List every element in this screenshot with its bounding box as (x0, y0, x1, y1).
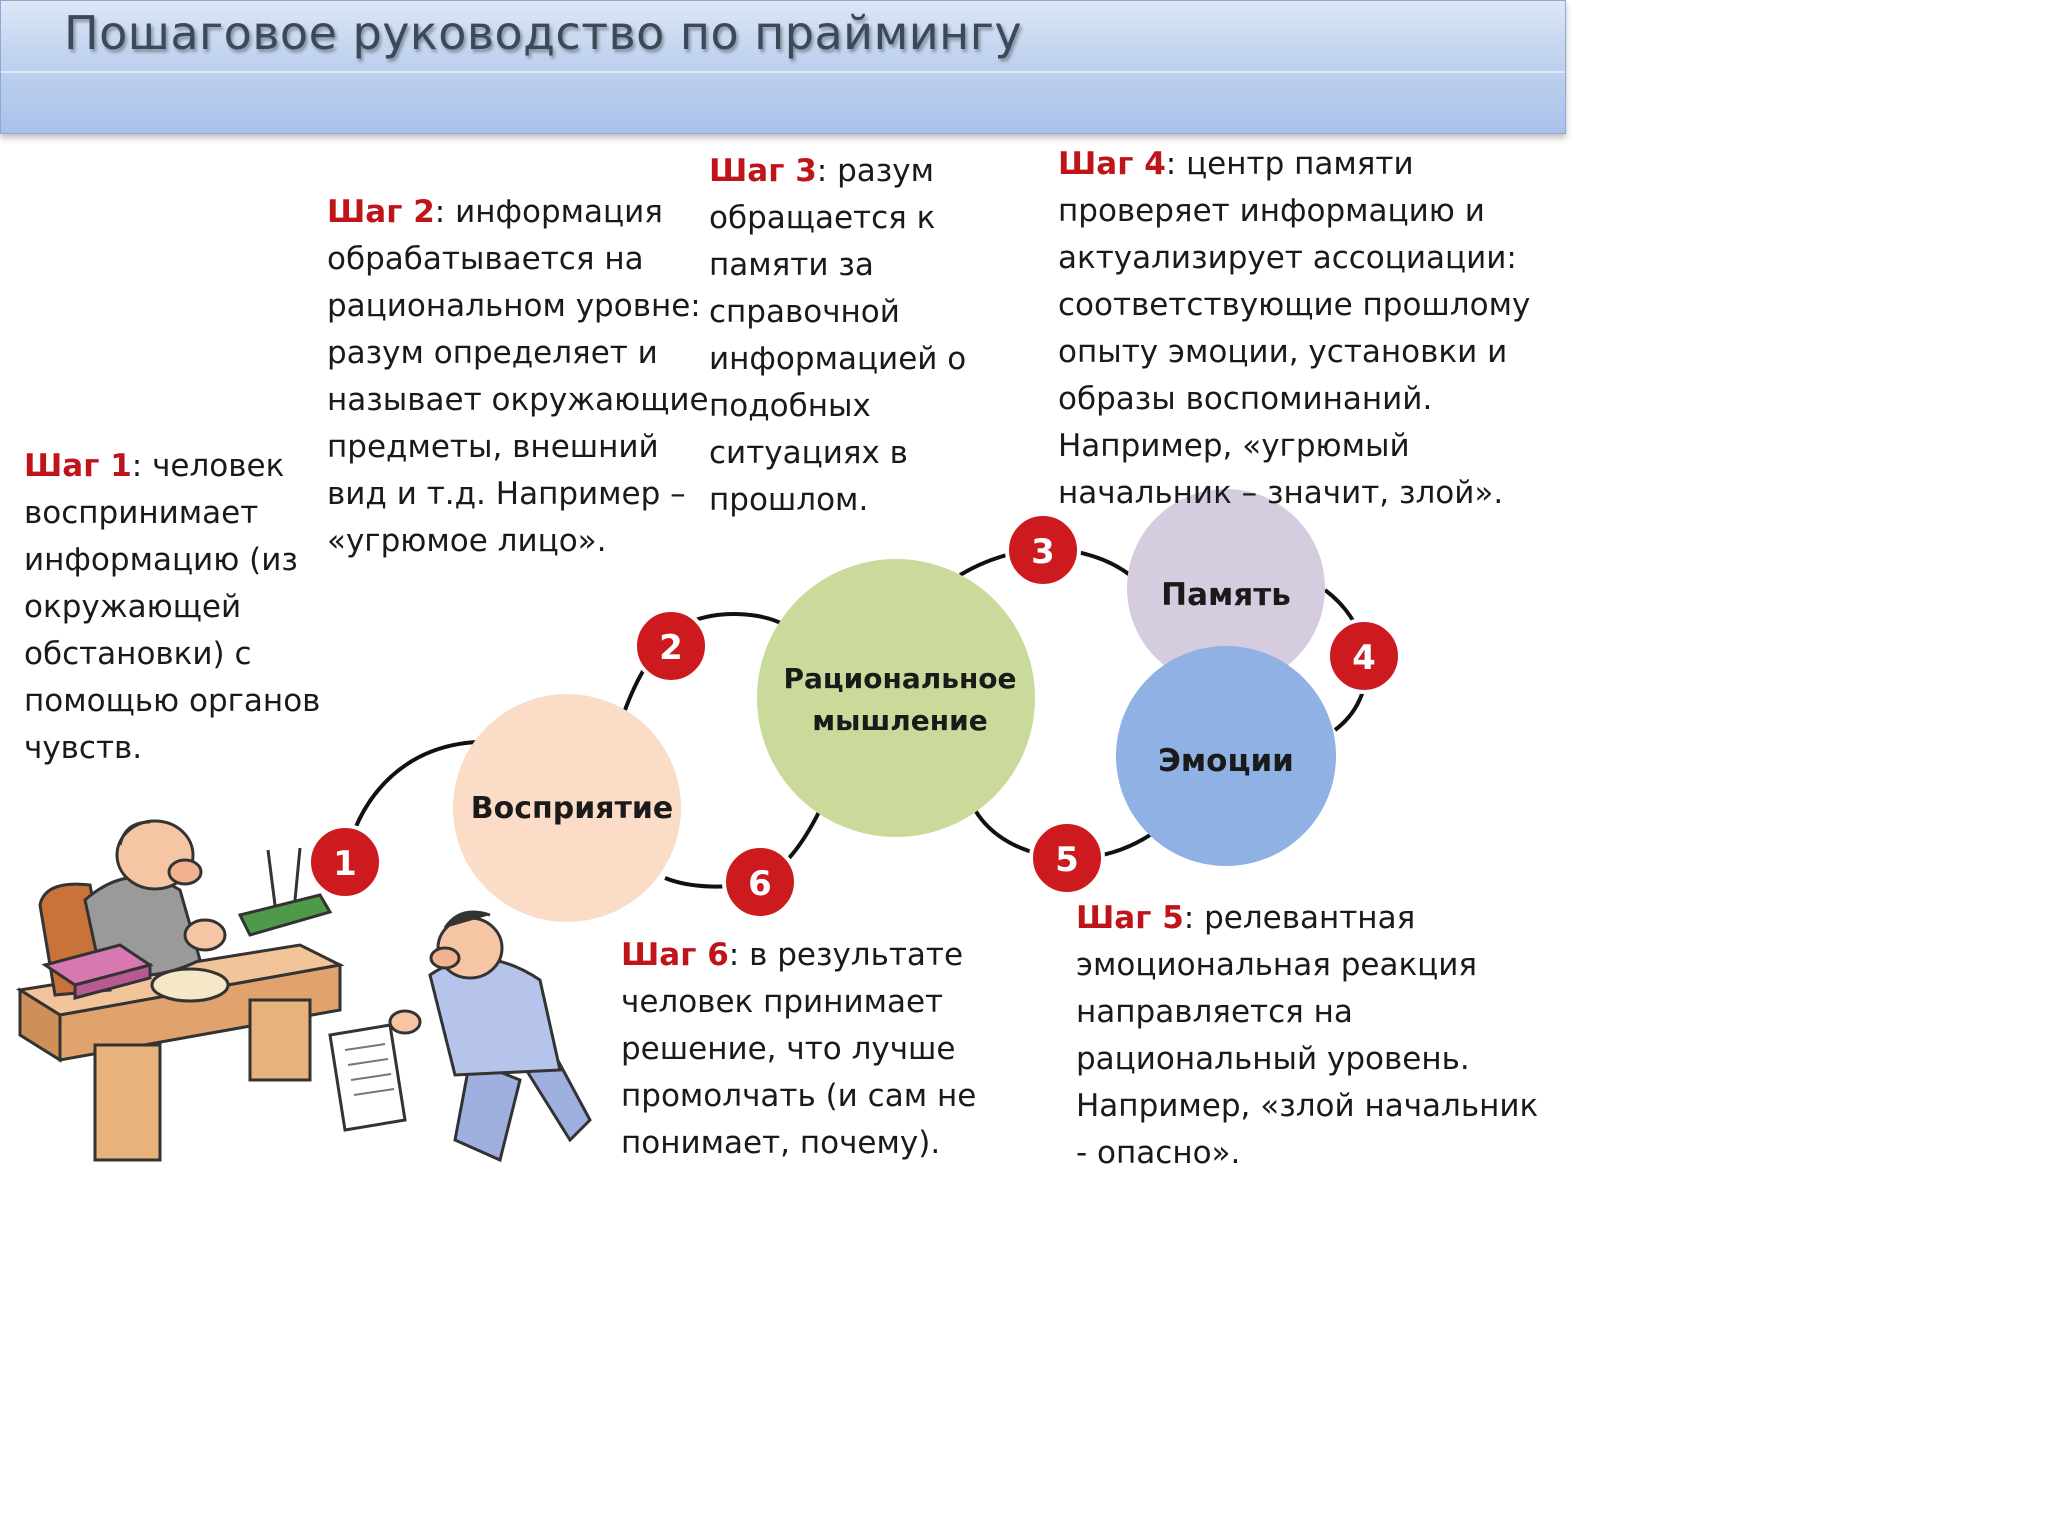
emotions-label: Эмоции (1158, 743, 1294, 779)
badge-1-number: 1 (333, 844, 357, 884)
badge-2: 2 (633, 608, 709, 684)
step-2-label: Шаг 2 (327, 194, 435, 230)
rational-thinking-node (757, 559, 1035, 837)
badge-4-number: 4 (1352, 638, 1376, 678)
step-2-text: Шаг 2: информация обрабатывается на раци… (327, 189, 712, 565)
step-4-description: : центр памяти проверяет информацию и ак… (1058, 146, 1531, 511)
badge-5-number: 5 (1055, 840, 1079, 880)
banner-divider (1, 71, 1565, 73)
step-6-text: Шаг 6: в результате человек принимает ре… (621, 932, 1001, 1167)
step-5-label: Шаг 5 (1076, 900, 1184, 936)
rational-label-line2: мышление (812, 704, 987, 737)
arc-2b (689, 612, 786, 627)
perception-label: Восприятие (471, 791, 674, 826)
rational-label-line1: Рациональное (783, 662, 1016, 695)
step-3-text: Шаг 3: разум обращается к памяти за спра… (709, 148, 999, 524)
step-6-description: : в результате человек принимает решение… (621, 937, 977, 1161)
badge-2-number: 2 (659, 628, 683, 668)
step-5-text: Шаг 5: релевантная эмоциональная реакция… (1076, 895, 1556, 1177)
badge-3-number: 3 (1031, 532, 1055, 572)
step-1-label: Шаг 1 (24, 448, 132, 484)
step-badges: 1 2 3 4 5 6 (307, 512, 1402, 920)
grumpy-boss-illustration (15, 819, 345, 1162)
step-2-description: : информация обрабатывается на рациональ… (327, 194, 709, 559)
badge-4: 4 (1326, 618, 1402, 694)
badge-6-number: 6 (748, 864, 772, 904)
step-6-label: Шаг 6 (621, 937, 729, 973)
badge-1: 1 (307, 824, 383, 900)
emotions-node (1116, 646, 1336, 866)
step-1-description: : человек воспринимает информацию (из ок… (24, 448, 321, 766)
page-title: Пошаговое руководство по праймингу (64, 6, 1023, 60)
step-5-description: : релевантная эмоциональная реакция напр… (1076, 900, 1539, 1171)
badge-5: 5 (1029, 820, 1105, 896)
memory-label: Память (1161, 577, 1291, 613)
badge-3: 3 (1005, 512, 1081, 588)
employee-with-paper-illustration (328, 910, 592, 1163)
badge-6: 6 (722, 844, 798, 920)
perception-node (453, 694, 681, 922)
step-4-text: Шаг 4: центр памяти проверяет информацию… (1058, 141, 1548, 517)
step-4-label: Шаг 4 (1058, 146, 1166, 182)
memory-node (1127, 489, 1325, 687)
priming-cycle-diagram: Восприятие Рациональное мышление Память … (15, 489, 1402, 1163)
step-1-text: Шаг 1: человек воспринимает информацию (… (24, 443, 324, 772)
step-3-label: Шаг 3 (709, 153, 817, 189)
step-3-description: : разум обращается к памяти за справочно… (709, 153, 967, 518)
header-banner (0, 0, 1566, 134)
